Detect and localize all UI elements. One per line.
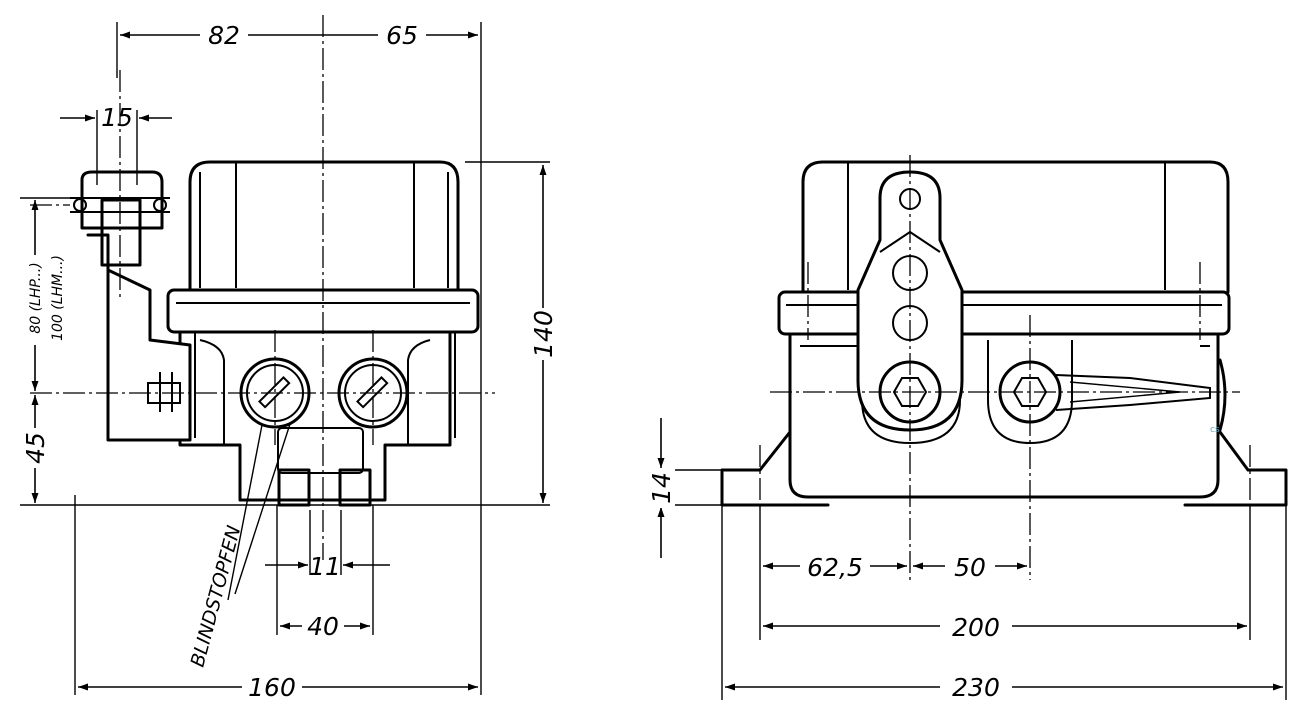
dim-40: 40	[307, 612, 339, 641]
side-body	[178, 330, 452, 502]
dim-230: 230	[952, 673, 1000, 702]
front-view: cs 14 62,5 50 200 230	[645, 155, 1288, 702]
front-cam-arm	[1055, 374, 1211, 411]
front-flange	[777, 290, 1231, 336]
dim-50: 50	[954, 553, 986, 582]
dim-14: 14	[647, 472, 676, 504]
blind-plug-label: BLINDSTOPFEN	[187, 523, 246, 669]
dim-65: 65	[386, 21, 418, 50]
dim-15: 15	[101, 103, 133, 132]
cad-marker: cs	[1210, 425, 1220, 435]
side-view: 82 65 15 80 (LHP...) 100 (LHM...) 45 140…	[20, 15, 558, 702]
dim-160: 160	[248, 673, 296, 702]
front-base-plate	[720, 430, 1288, 507]
dim-11: 11	[309, 552, 341, 581]
dim-80-lhp: 80 (LHP...)	[28, 262, 44, 333]
dim-140: 140	[529, 310, 558, 358]
dim-62-5: 62,5	[807, 553, 863, 582]
dim-200: 200	[952, 613, 1000, 642]
dim-82: 82	[208, 21, 240, 50]
side-lever-arm	[86, 233, 192, 442]
dim-45: 45	[21, 432, 50, 464]
front-lid	[801, 160, 1230, 294]
lever-hex-nut	[892, 377, 928, 407]
front-body	[788, 332, 1220, 499]
side-roller	[100, 198, 142, 267]
dim-100-lhm: 100 (LHM...)	[50, 255, 66, 341]
blind-plug-leader	[227, 423, 291, 601]
side-lid	[188, 160, 460, 292]
